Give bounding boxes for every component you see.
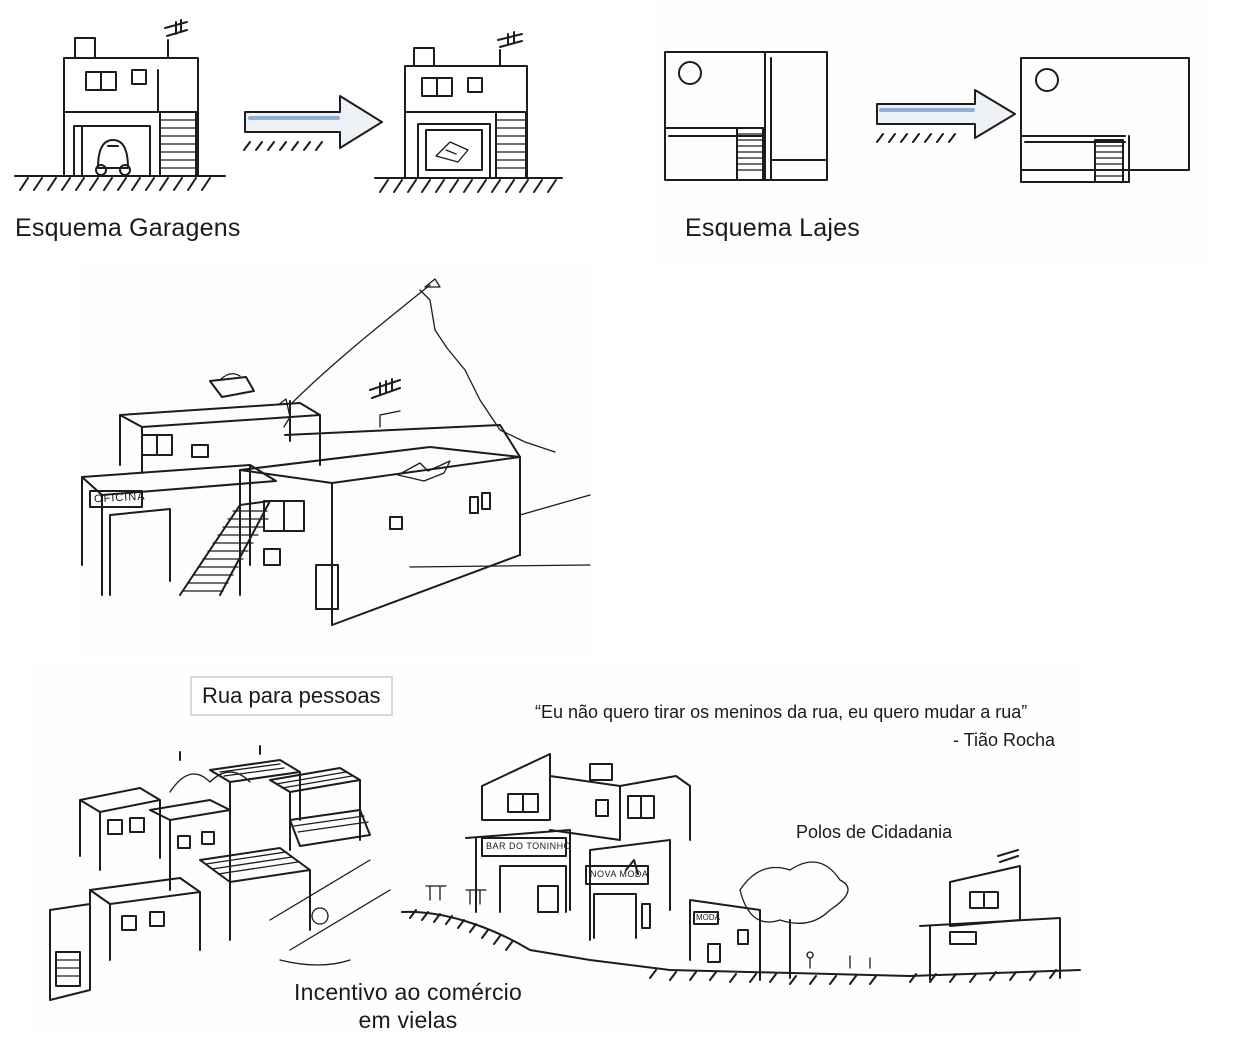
lajes-panel: Esquema Lajes [655,0,1210,270]
plan-before [664,51,828,181]
plan-after [1020,57,1190,183]
rooftop-sketch [81,278,591,626]
incentivo-line-1: Incentivo ao comércio [294,979,522,1005]
garagens-panel: Esquema Garagens [0,0,600,260]
street-elevation [401,753,1081,985]
housing-cluster [49,745,391,1001]
garagens-caption: Esquema Garagens [15,214,241,242]
lajes-caption: Esquema Lajes [685,214,860,242]
left-building [81,373,321,596]
house-garage-converted [374,31,563,193]
lajes-sketch [664,51,1190,183]
quote-text: “Eu não quero tirar os meninos da rua, e… [535,702,1028,722]
transformation-arrow-2 [876,89,1016,143]
mountain-and-kite [289,278,556,453]
shop-sign-bar: BAR DO TONINHO [486,841,572,851]
quote-attribution: - Tião Rocha [953,730,1056,750]
right-building [239,378,591,626]
rua-title-box: Rua para pessoas [190,676,393,716]
rooftop-panel: OFICINA [80,265,591,653]
incentivo-label: Incentivo ao comércio em vielas [288,978,528,1034]
garagens-sketch [14,19,563,193]
shop-sign-nova-moda: NOVA MODA [590,869,649,879]
transformation-arrow-1 [243,95,383,151]
house-with-garage [14,19,226,191]
incentivo-line-2: em vielas [358,1007,458,1033]
polos-label: Polos de Cidadania [796,822,953,842]
shop-sign-moda: MODA [696,913,720,922]
rua-panel: Rua para pessoas “Eu não quero tirar os … [30,660,1082,1038]
rua-sketch [49,745,1081,1001]
